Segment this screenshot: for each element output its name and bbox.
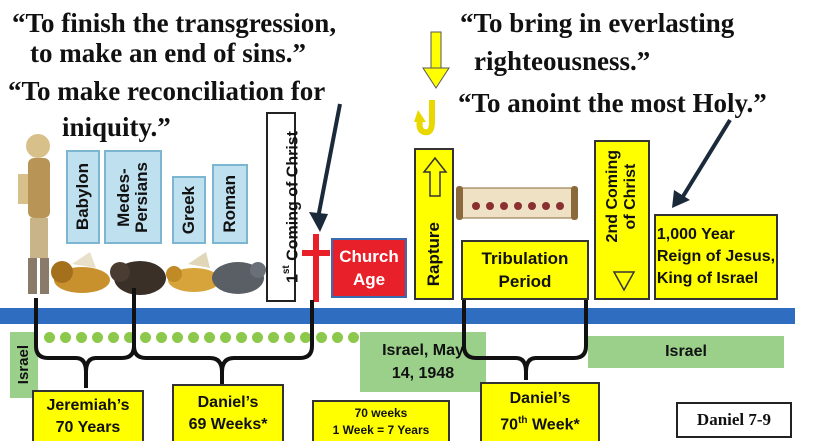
daniel-69-weeks-box: Daniel’s 69 Weeks*	[172, 384, 284, 441]
timeline-dot	[124, 332, 135, 343]
quote-finish-transgression: “To finish the transgression,	[12, 8, 337, 38]
empire-medes-persians: Medes- Persians	[104, 150, 162, 244]
timeline-dot	[44, 332, 55, 343]
cross-icon	[302, 234, 330, 302]
leopard-icon	[166, 252, 220, 292]
daniel-70th-line1: Daniel’s	[509, 390, 571, 408]
quote-everlasting-righteousness: “To bring in everlasting	[460, 8, 735, 38]
jeremiah-70-years-box: Jeremiah’s 70 Years	[32, 390, 144, 441]
timeline-dot	[348, 332, 359, 343]
empire-babylon: Babylon	[66, 150, 100, 244]
timeline-dot	[92, 332, 103, 343]
hook-arrow-icon	[414, 100, 435, 136]
millennial-reign-box: 1,000 Year Reign of Jesus, King of Israe…	[654, 214, 778, 300]
daniel-70th-suffix: th	[518, 415, 528, 427]
timeline-dot	[156, 332, 167, 343]
israel-right-box: Israel	[588, 336, 784, 368]
empire-greek: Greek	[172, 176, 206, 244]
prophet-figure	[18, 134, 50, 294]
timeline-dot	[284, 332, 295, 343]
timeline-dot	[108, 332, 119, 343]
timeline-dot	[316, 332, 327, 343]
down-arrow-icon	[612, 271, 636, 292]
bear-icon	[110, 261, 166, 295]
quote-righteousness: righteousness.”	[474, 46, 651, 76]
arrow-down-icon	[422, 31, 450, 89]
quote-iniquity: iniquity.”	[62, 112, 171, 142]
timeline-dot	[332, 332, 343, 343]
timeline-dot	[204, 332, 215, 343]
daniel-70th-number: 70	[500, 416, 519, 434]
quote-reconciliation: “To make reconciliation for	[8, 76, 326, 106]
reference-box: Daniel 7-9	[676, 402, 792, 438]
quote-end-of-sins: to make an end of sins.”	[30, 38, 307, 68]
daniel-70th-label: Week*	[527, 416, 580, 434]
timeline-dot	[60, 332, 71, 343]
israel-left-box: Israel	[10, 332, 38, 398]
timeline-dot	[268, 332, 279, 343]
daniel-70th-week-box: Daniel’s 70th Week*	[480, 382, 600, 441]
timeline-dot	[236, 332, 247, 343]
timeline-dot	[252, 332, 263, 343]
first-coming-box: 1st Coming of Christ	[266, 112, 301, 302]
scroll-icon	[456, 186, 578, 220]
timeline-dot	[220, 332, 231, 343]
lion-icon	[51, 252, 110, 293]
dots-row	[44, 332, 362, 344]
second-coming-box: 2nd Coming of Christ	[594, 140, 650, 300]
timeline-dot	[188, 332, 199, 343]
timeline-dot	[172, 332, 183, 343]
timeline-bar	[0, 308, 795, 324]
arrow-down-icon	[672, 118, 732, 208]
rapture-box: Rapture	[414, 148, 454, 300]
up-arrow-icon	[422, 156, 448, 197]
timeline-dot	[140, 332, 151, 343]
weeks-note-box: 70 weeks 1 Week = 7 Years	[312, 400, 450, 441]
tribulation-period-box: Tribulation Period	[461, 240, 589, 300]
timeline-dot	[300, 332, 311, 343]
beasts-row	[51, 252, 266, 295]
timeline-dot	[76, 332, 87, 343]
empire-roman: Roman	[212, 164, 248, 244]
arrow-down-icon	[309, 103, 342, 232]
church-age-box: Church Age	[331, 238, 407, 298]
beast-icon	[212, 262, 266, 294]
quote-anoint-most-holy: “To anoint the most Holy.”	[458, 88, 767, 118]
